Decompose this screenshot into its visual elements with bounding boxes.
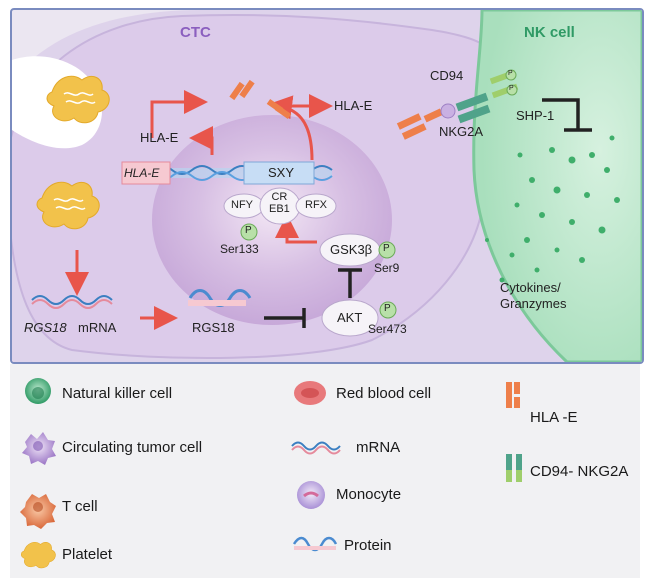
ser9-p-label: P bbox=[383, 243, 390, 254]
hla-e-label-left: HLA-E bbox=[140, 130, 179, 145]
pathway-diagram bbox=[12, 10, 642, 362]
ser133-p-label: P bbox=[245, 225, 252, 236]
red-blood-cell-icon bbox=[294, 381, 326, 405]
legend: Natural killer cell Circulating tumor ce… bbox=[10, 364, 640, 578]
rfx-oval bbox=[295, 193, 337, 219]
shp1-label: SHP-1 bbox=[516, 108, 555, 123]
sxy-box bbox=[243, 161, 315, 185]
nk-cell-icon bbox=[25, 378, 51, 404]
akt-oval bbox=[321, 299, 379, 337]
mrna-label: mRNA bbox=[78, 320, 117, 335]
nk-cell-body bbox=[472, 10, 642, 362]
rgs18-protein-label: RGS18 bbox=[192, 320, 235, 335]
legend-label-t-cell: T cell bbox=[62, 498, 98, 515]
phospho-shp1-a bbox=[505, 69, 517, 81]
t-cell-icon bbox=[20, 494, 56, 529]
hla-e-icon bbox=[506, 382, 520, 408]
hla-e-gene-box bbox=[121, 161, 171, 185]
nk-cell-title: NK cell bbox=[524, 24, 575, 41]
cd94-nkg2a-icon bbox=[506, 454, 522, 482]
legend-label-cd94-nkg2a: CD94- NKG2A bbox=[530, 463, 629, 480]
ctc-title: CTC bbox=[180, 24, 211, 41]
ser473-label: Ser473 bbox=[368, 322, 407, 336]
legend-label-mrna: mRNA bbox=[356, 439, 401, 456]
ctc-icon bbox=[22, 432, 56, 465]
nfy-label: NFY bbox=[231, 199, 253, 211]
hla-e-label-surface: HLA-E bbox=[334, 98, 373, 113]
inhibition-marks bbox=[264, 98, 592, 328]
sxy-label: SXY bbox=[268, 165, 295, 180]
legend-label-monocyte: Monocyte bbox=[336, 486, 402, 503]
rfx-label: RFX bbox=[305, 199, 327, 211]
akt-label: AKT bbox=[337, 310, 363, 325]
monocyte-icon bbox=[297, 481, 325, 509]
legend-label-ctc: Circulating tumor cell bbox=[62, 439, 203, 456]
cd94-label: CD94 bbox=[430, 68, 464, 83]
cytokines-label: Cytokines/ Granzymes bbox=[500, 280, 567, 311]
arrow-sxy-loop bbox=[268, 95, 314, 161]
hla-e-surface-molecules bbox=[396, 108, 443, 140]
nkg2a-label: NKG2A bbox=[439, 124, 484, 139]
ser133-label: Ser133 bbox=[220, 242, 259, 256]
gsk3b-label: GSK3β bbox=[330, 242, 373, 257]
arrow-gsk-to-creb bbox=[275, 214, 317, 244]
shp1-p-label-a: P bbox=[508, 70, 513, 77]
platelet-icon bbox=[20, 542, 56, 569]
pathway-panel: CTC NK cell HLA-E HLA-E HLA-E CD94 NKG2A… bbox=[10, 8, 644, 364]
hla-e-gene-label: HLA-E bbox=[124, 166, 160, 180]
arrow-gene-to-hla-e bbox=[189, 126, 214, 155]
legend-label-protein: Protein bbox=[344, 537, 392, 554]
activation-arrows bbox=[65, 90, 333, 330]
protein-icon bbox=[292, 536, 338, 552]
inhibit-shp1 bbox=[542, 98, 580, 130]
rgs18-mrna-wave bbox=[31, 295, 113, 305]
legend-label-platelet: Platelet bbox=[62, 546, 113, 563]
phospho-ser9 bbox=[378, 241, 396, 259]
arrow-hla-translation bbox=[150, 90, 208, 138]
ser9-label: Ser9 bbox=[374, 261, 400, 275]
rgs18-gene-label: RGS18 bbox=[24, 320, 67, 335]
cytokine-granules bbox=[485, 135, 620, 283]
legend-icons bbox=[20, 378, 522, 569]
creb1-label: CR EB1 bbox=[269, 191, 290, 215]
phospho-ser473 bbox=[379, 301, 397, 319]
legend-label-hla-e: HLA -E bbox=[530, 409, 578, 426]
platelet-top bbox=[46, 75, 110, 124]
platelet-left bbox=[36, 181, 100, 230]
ser473-p-label: P bbox=[384, 303, 391, 314]
phospho-shp1-b bbox=[506, 84, 518, 96]
phospho-ser133 bbox=[240, 223, 258, 241]
shp1-p-label-b: P bbox=[509, 85, 514, 92]
mrna-icon bbox=[291, 441, 341, 455]
legend-label-nk: Natural killer cell bbox=[62, 385, 173, 402]
legend-label-rbc: Red blood cell bbox=[336, 385, 432, 402]
hla-e-protein-cytoplasm bbox=[229, 79, 292, 120]
